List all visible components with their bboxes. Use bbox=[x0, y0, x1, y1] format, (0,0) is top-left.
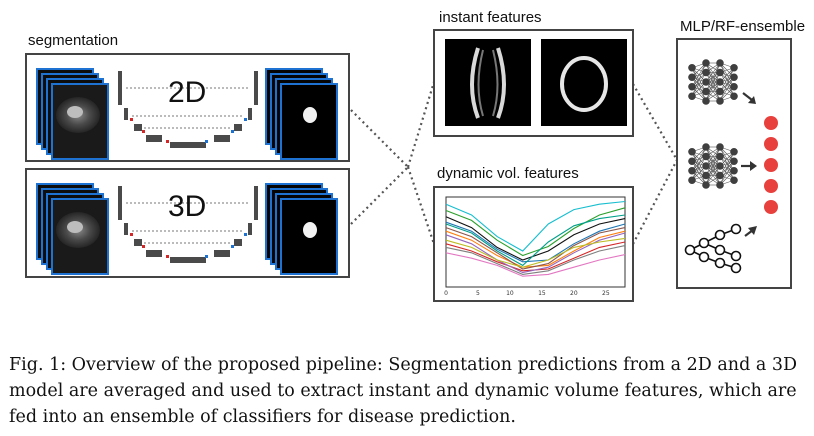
chart-series-line bbox=[445, 207, 626, 257]
instant-features-title: instant features bbox=[439, 9, 542, 26]
mlp-edge bbox=[691, 146, 707, 171]
ensemble-title: MLP/RF-ensemble bbox=[680, 18, 806, 35]
unet-3d-diagram bbox=[118, 186, 258, 263]
mlp-node bbox=[730, 176, 738, 185]
mlp-network-2 bbox=[688, 143, 738, 189]
chart-series-line bbox=[445, 216, 626, 261]
mlp-node bbox=[702, 59, 710, 67]
mlp-node bbox=[702, 152, 710, 161]
mlp-node bbox=[716, 143, 724, 151]
input-image-stack-2d bbox=[36, 68, 109, 160]
mlp-node bbox=[702, 162, 710, 170]
mlp-edge bbox=[719, 67, 735, 92]
mlp-node bbox=[688, 157, 696, 166]
mlp-edge bbox=[705, 146, 721, 186]
prediction-output-nodes bbox=[764, 116, 778, 214]
mlp-node bbox=[702, 68, 710, 77]
mlp-edge bbox=[705, 165, 721, 186]
segmentation-title: segmentation bbox=[28, 32, 119, 49]
chart-series-line bbox=[445, 200, 626, 252]
dynamic-features-title: dynamic vol. features bbox=[437, 165, 579, 182]
input-image-stack-3d bbox=[36, 183, 109, 275]
mlp-node bbox=[730, 92, 738, 101]
random-forest-tree bbox=[684, 223, 742, 274]
mlp-node bbox=[730, 73, 738, 82]
mlp-edge bbox=[691, 146, 707, 181]
mlp-edge bbox=[719, 67, 735, 102]
mlp-node bbox=[716, 78, 724, 86]
mlp-node bbox=[716, 162, 724, 170]
mlp-node bbox=[716, 171, 724, 180]
chart-series-line bbox=[445, 252, 626, 277]
mlp-node bbox=[702, 181, 710, 189]
mlp-edge bbox=[691, 62, 707, 87]
chart-x-tick-label: 10 bbox=[506, 290, 514, 297]
mlp-edge bbox=[705, 62, 721, 102]
model-3d-label: 3D bbox=[168, 190, 207, 223]
mlp-edge bbox=[691, 72, 707, 97]
mlp-node bbox=[730, 166, 738, 175]
mlp-node bbox=[688, 166, 696, 175]
mlp-edge bbox=[705, 156, 721, 186]
mlp-node bbox=[688, 176, 696, 185]
mlp-node bbox=[702, 87, 710, 96]
mlp-edge bbox=[719, 151, 735, 186]
model-2d-label: 2D bbox=[168, 76, 207, 109]
mlp-node bbox=[716, 87, 724, 96]
mlp-edge bbox=[691, 156, 707, 181]
chart-series-line bbox=[445, 221, 626, 263]
chart-series-line bbox=[445, 227, 626, 270]
mlp-node bbox=[730, 63, 738, 72]
chart-series-group bbox=[445, 200, 626, 277]
mlp-edge bbox=[705, 62, 721, 83]
ensemble-arrows bbox=[741, 92, 757, 237]
instant-feature-image-1 bbox=[445, 39, 531, 126]
dotted-connectors bbox=[350, 81, 678, 245]
mlp-node bbox=[702, 171, 710, 180]
mlp-edge bbox=[705, 62, 721, 92]
mlp-node bbox=[716, 152, 724, 161]
chart-x-ticks: 0 5 10 15 20 25 bbox=[444, 290, 610, 297]
mlp-edge bbox=[705, 146, 721, 176]
unet-2d-diagram bbox=[118, 71, 258, 148]
mlp-node bbox=[716, 181, 724, 189]
chart-x-tick-label: 5 bbox=[476, 290, 480, 297]
chart-x-tick-label: 15 bbox=[538, 290, 546, 297]
chart-series-line bbox=[445, 245, 626, 275]
mlp-edge bbox=[705, 72, 721, 102]
mlp-edge bbox=[719, 77, 735, 102]
mlp-node bbox=[688, 147, 696, 156]
mlp-node bbox=[730, 147, 738, 156]
mlp-edge bbox=[705, 81, 721, 102]
mlp-node bbox=[730, 82, 738, 91]
chart-x-tick-label: 0 bbox=[444, 290, 448, 297]
mlp-node bbox=[688, 82, 696, 91]
mlp-node bbox=[716, 97, 724, 105]
mlp-node bbox=[702, 97, 710, 105]
mlp-edge bbox=[705, 146, 721, 167]
mlp-edge bbox=[691, 62, 707, 97]
mlp-node bbox=[702, 78, 710, 86]
chart-x-tick-label: 20 bbox=[570, 290, 578, 297]
mlp-edge bbox=[719, 161, 735, 186]
output-mask-stack-2d bbox=[265, 68, 338, 160]
output-mask-stack-3d bbox=[265, 183, 338, 275]
chart-series-line bbox=[445, 232, 626, 274]
mlp-node bbox=[702, 143, 710, 151]
mlp-node bbox=[716, 68, 724, 77]
mlp-node bbox=[688, 73, 696, 82]
chart-series-line bbox=[445, 237, 626, 268]
mlp-network-1 bbox=[688, 59, 738, 105]
mlp-node bbox=[716, 59, 724, 67]
chart-x-tick-label: 25 bbox=[602, 290, 610, 297]
mlp-node bbox=[688, 92, 696, 101]
mlp-edge bbox=[719, 151, 735, 176]
chart-series-line bbox=[445, 214, 626, 267]
instant-feature-image-2 bbox=[541, 39, 627, 126]
figure-caption: Fig. 1: Overview of the proposed pipelin… bbox=[9, 355, 798, 427]
mlp-node bbox=[688, 63, 696, 72]
mlp-node bbox=[730, 157, 738, 166]
